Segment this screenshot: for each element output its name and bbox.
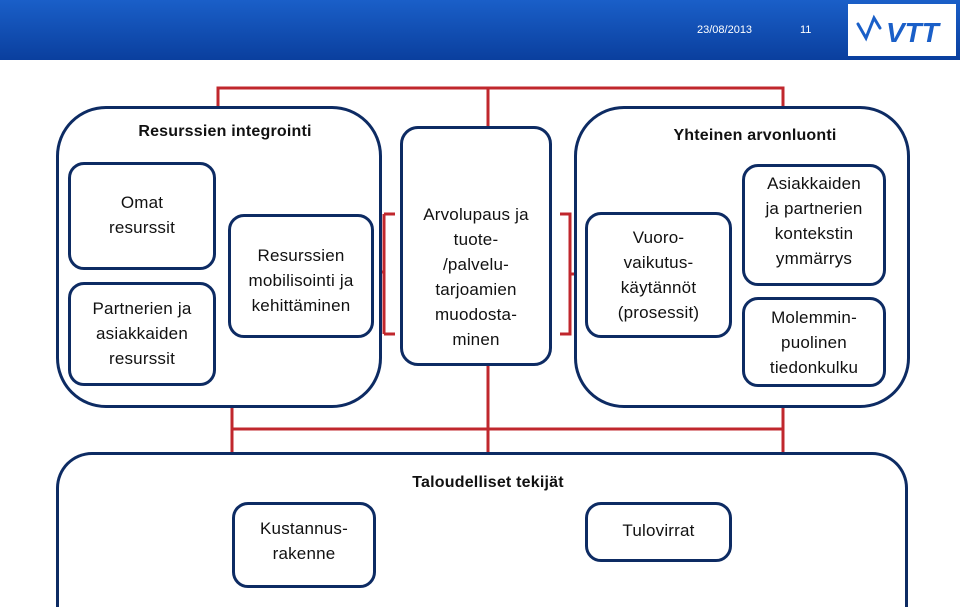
own-resources-text: Omat resurssit [108, 193, 176, 237]
value-proposition-box [400, 126, 552, 366]
economic-factors-group [56, 452, 908, 607]
slide-number: 11 [800, 24, 812, 36]
interaction-box [585, 212, 732, 338]
cost-structure-text: Kustannus- rakenne [260, 519, 348, 563]
logo-wordmark: VTT [886, 17, 942, 48]
information-flow-box [742, 297, 886, 387]
partner-resources-box [68, 282, 216, 386]
interaction-text: Vuoro- vaikutus- käytännöt (prosessit) [617, 228, 700, 322]
information-flow-text: Molemmin- puolinen tiedonkulku [769, 308, 859, 377]
value-proposition-text: Arvolupaus ja tuote- /palvelu- tarjoamie… [423, 205, 529, 349]
vtt-logo-icon: VTT [856, 14, 942, 48]
context-understanding-text: Asiakkaiden ja partnerien kontekstin ymm… [765, 174, 863, 268]
own-resources-box [68, 162, 216, 270]
revenue-streams-text: Tulovirrat [622, 521, 695, 540]
economic-factors-title: Taloudelliset tekijät [412, 474, 564, 491]
co-creation-title: Yhteinen arvonluonti [673, 127, 837, 144]
bottom-drop-connector [230, 429, 785, 454]
cost-structure-box [232, 502, 376, 588]
context-understanding-box [742, 164, 886, 286]
vtt-logo: VTT [848, 4, 956, 56]
revenue-streams-box [585, 502, 732, 562]
top-connector [216, 86, 785, 106]
header-bar [0, 0, 960, 60]
mobilization-text: Resurssien mobilisointi ja kehittäminen [248, 246, 354, 315]
slide-date: 23/08/2013 [697, 24, 753, 36]
bottom-connector [230, 408, 785, 431]
logo-mark [856, 14, 882, 42]
mobilization-box [228, 214, 374, 338]
partner-resources-text: Partnerien ja asiakkaiden resurssit [92, 299, 192, 368]
resource-integration-title: Resurssien integrointi [138, 123, 312, 140]
